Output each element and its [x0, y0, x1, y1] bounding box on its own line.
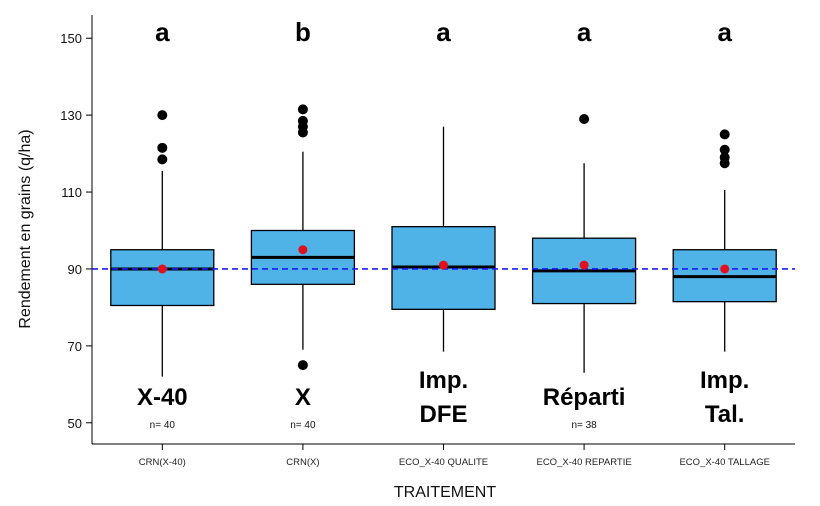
box-2 [250, 104, 356, 371]
y-tick-label: 130 [60, 108, 82, 123]
annotation-label: X-40 [137, 384, 188, 411]
group-letter: a [436, 17, 451, 47]
marks-group [92, 104, 795, 377]
group-letter: a [577, 17, 592, 47]
box-body [110, 249, 215, 307]
x-tick-label: CRN(X) [286, 457, 319, 468]
mean-point [579, 260, 589, 270]
n-label: n= 40 [290, 420, 316, 431]
n-label: n= 40 [150, 420, 176, 431]
x-tick-label: ECO_X-40 TALLAGE [679, 457, 769, 468]
mean-point [720, 264, 730, 274]
annotation-label: Réparti [543, 384, 626, 411]
y-tick-label: 90 [68, 262, 82, 277]
y-tick-label: 150 [60, 31, 82, 46]
annotation-label: Imp. [419, 367, 468, 394]
box-4 [531, 113, 637, 373]
box-3 [391, 126, 496, 352]
outlier-point [719, 152, 730, 163]
annotation-label: Tal. [705, 401, 745, 428]
box-5 [672, 129, 777, 352]
annotation-label: Imp. [700, 367, 749, 394]
y-tick-label: 50 [68, 416, 82, 431]
outlier-point [157, 154, 168, 165]
y-tick-label: 110 [61, 185, 82, 200]
mean-point [439, 260, 448, 270]
mean-point [157, 264, 167, 274]
box-1 [110, 110, 215, 377]
group-letter: a [717, 17, 732, 47]
x-tick-label: ECO_X-40 QUALITE [399, 457, 488, 468]
outlier-point [157, 142, 168, 153]
x-axis-title: TRAITEMENT [394, 484, 496, 501]
annotation-label: DFE [420, 401, 468, 428]
annotation-label: X [295, 384, 311, 411]
x-tick-label: ECO_X-40 REPARTIE [536, 457, 631, 468]
x-tick-label: CRN(X-40) [139, 457, 186, 468]
y-axis-title: Rendement en grains (q/ha) [17, 129, 34, 328]
outlier-point [297, 360, 308, 371]
n-label: n= 38 [571, 420, 597, 431]
y-tick-label: 70 [68, 339, 82, 354]
outlier-point [157, 110, 168, 121]
group-letter: a [155, 17, 170, 47]
mean-point [298, 245, 308, 255]
outlier-point [719, 129, 730, 140]
group-letter: b [295, 17, 311, 47]
outlier-point [297, 115, 308, 126]
outlier-point [719, 144, 730, 155]
outlier-point [579, 113, 590, 124]
outlier-point [297, 104, 308, 115]
